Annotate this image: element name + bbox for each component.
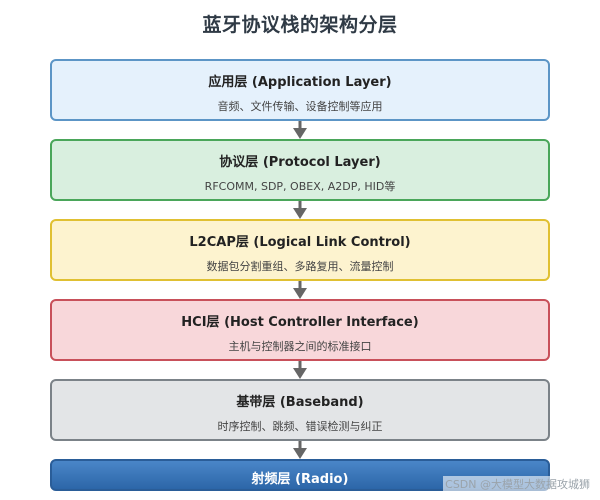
diagram-title: 蓝牙协议栈的架构分层 xyxy=(202,14,398,36)
layer-baseband: 基带层 (Baseband) 时序控制、跳频、错误检测与纠正 xyxy=(50,379,550,441)
arrow-down-icon xyxy=(293,201,307,219)
layer-protocol-desc: RFCOMM, SDP, OBEX, A2DP, HID等 xyxy=(204,180,396,193)
layer-baseband-desc: 时序控制、跳频、错误检测与纠正 xyxy=(217,420,383,433)
layer-radio: 射频层 (Radio) xyxy=(50,459,550,491)
layer-l2cap-name: L2CAP层 (Logical Link Control) xyxy=(189,235,411,250)
arrow-down-icon xyxy=(293,441,307,459)
arrow-down-icon xyxy=(293,361,307,379)
layer-application-desc: 音频、文件传输、设备控制等应用 xyxy=(217,100,383,113)
layer-hci-desc: 主机与控制器之间的标准接口 xyxy=(228,340,372,353)
layer-application: 应用层 (Application Layer) 音频、文件传输、设备控制等应用 xyxy=(50,59,550,121)
layer-hci: HCI层 (Host Controller Interface) 主机与控制器之… xyxy=(50,299,550,361)
arrow-down-icon xyxy=(293,281,307,299)
layer-protocol-name: 协议层 (Protocol Layer) xyxy=(219,155,381,170)
layer-protocol: 协议层 (Protocol Layer) RFCOMM, SDP, OBEX, … xyxy=(50,139,550,201)
layer-application-name: 应用层 (Application Layer) xyxy=(208,75,392,90)
layer-hci-name: HCI层 (Host Controller Interface) xyxy=(181,315,419,330)
layer-l2cap-desc: 数据包分割重组、多路复用、流量控制 xyxy=(206,260,394,273)
layer-l2cap: L2CAP层 (Logical Link Control) 数据包分割重组、多路… xyxy=(50,219,550,281)
watermark: CSDN @大模型大数据攻城狮 xyxy=(443,476,592,492)
layer-baseband-name: 基带层 (Baseband) xyxy=(236,395,364,410)
arrow-down-icon xyxy=(293,121,307,139)
layer-radio-name: 射频层 (Radio) xyxy=(251,472,349,487)
